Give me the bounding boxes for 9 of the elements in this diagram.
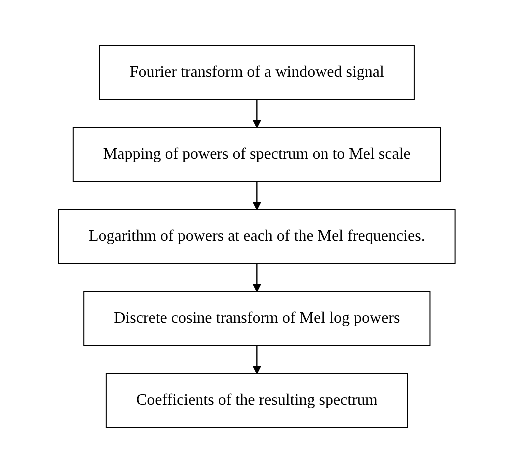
node-box: Coefficients of the resulting spectrum <box>106 374 409 428</box>
arrow <box>253 182 262 210</box>
node-box: Discrete cosine transform of Mel log powers <box>84 292 432 346</box>
arrow <box>253 346 262 374</box>
node-box: Fourier transform of a windowed signal <box>100 46 416 100</box>
node-box: Logarithm of powers at each of the Mel frequencies. <box>58 210 456 264</box>
node-box: Mapping of powers of spectrum on to Mel scale <box>73 128 442 182</box>
arrow <box>253 100 262 128</box>
arrow <box>253 264 262 292</box>
